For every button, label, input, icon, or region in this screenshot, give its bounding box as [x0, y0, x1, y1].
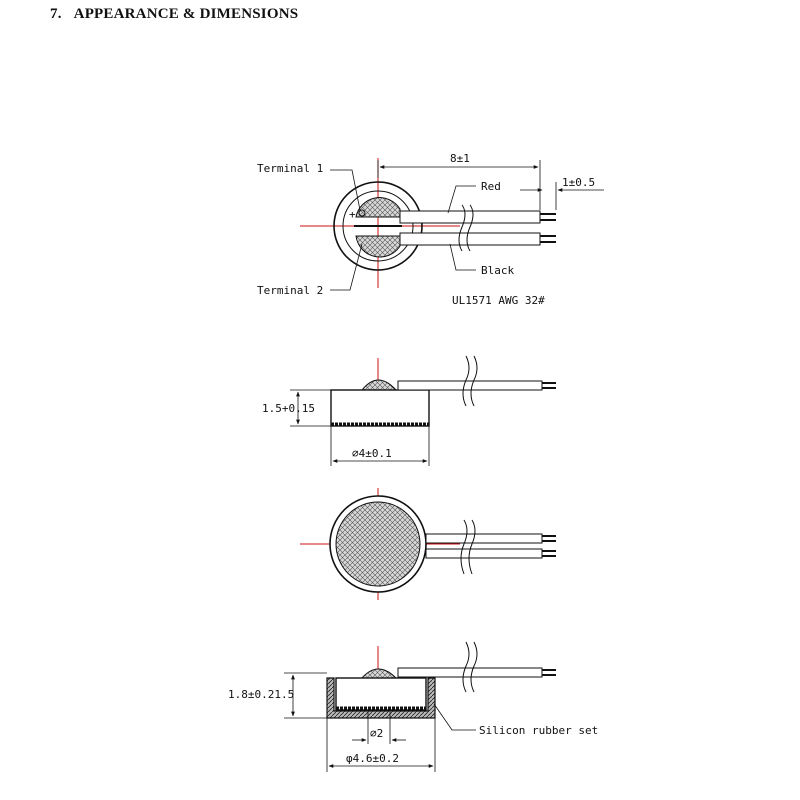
- terminal-2-label: Terminal 2: [257, 284, 323, 297]
- wire-break-1: [458, 204, 466, 252]
- section-view: 1.8±0.21.5 ⌀2 φ4.6±0.2 Silicon rubber se…: [228, 641, 598, 772]
- side-dim-height: 1.5+0.15: [262, 402, 315, 415]
- wire-red: [399, 210, 541, 224]
- section-heading: 7. APPEARANCE & DIMENSIONS: [50, 6, 298, 23]
- front-wire-1: [425, 533, 543, 544]
- terminal-1-label: Terminal 1: [257, 162, 323, 175]
- side-solder-blob: [360, 379, 398, 391]
- section-solder-blob: [360, 668, 398, 679]
- wire-red-label: Red: [481, 180, 501, 193]
- dim-lead-length: 8±1: [450, 152, 470, 165]
- capsule-inner-ring: [342, 190, 414, 262]
- black-leader: [449, 243, 476, 271]
- side-capsule-body: [330, 389, 430, 427]
- section-number: 7.: [50, 6, 62, 22]
- terminal-2-pad: [355, 235, 401, 258]
- section-dim-outer-diameter: φ4.6±0.2: [346, 752, 399, 765]
- section-capsule-body: [335, 677, 427, 711]
- front-wire-break-2: [468, 519, 476, 575]
- top-view: + 8±1 1±0.5 Red Black Terminal 1 Termina…: [257, 152, 604, 307]
- capsule-outer-ring: [333, 181, 423, 271]
- terminal-2-leader: [330, 243, 363, 291]
- side-wire: [397, 380, 543, 391]
- section-title: APPEARANCE & DIMENSIONS: [73, 6, 299, 22]
- silicon-rubber-set: [326, 677, 436, 719]
- front-view: [300, 488, 556, 600]
- side-wire-break-1: [462, 355, 470, 407]
- front-wire-break-1: [460, 519, 468, 575]
- section-wire: [397, 667, 543, 678]
- plus-mark: +: [349, 208, 356, 221]
- wire-black-label: Black: [481, 264, 514, 277]
- terminal-1-dot: [358, 209, 366, 217]
- red-leader: [447, 185, 476, 214]
- section-dim-hole: ⌀2: [370, 727, 383, 740]
- rubber-leader: [433, 703, 476, 731]
- section-wire-break-2: [470, 641, 478, 693]
- front-mesh-grille: [335, 501, 421, 587]
- side-wire-break-2: [470, 355, 478, 407]
- terminal-1-pad: [355, 197, 401, 218]
- side-view: 1.5+0.15 ⌀4±0.1: [262, 355, 556, 466]
- silicon-rubber-label: Silicon rubber set: [479, 724, 598, 737]
- wire-spec: UL1571 AWG 32#: [452, 294, 545, 307]
- dim-strip-length: 1±0.5: [562, 176, 595, 189]
- section-wire-break-1: [462, 641, 470, 693]
- wire-black: [399, 232, 541, 246]
- wire-break-2: [466, 204, 474, 252]
- terminal-1-leader: [330, 169, 361, 211]
- front-wire-2: [425, 548, 543, 559]
- side-dim-diameter: ⌀4±0.1: [352, 447, 392, 460]
- section-dim-height: 1.8±0.21.5: [228, 688, 294, 701]
